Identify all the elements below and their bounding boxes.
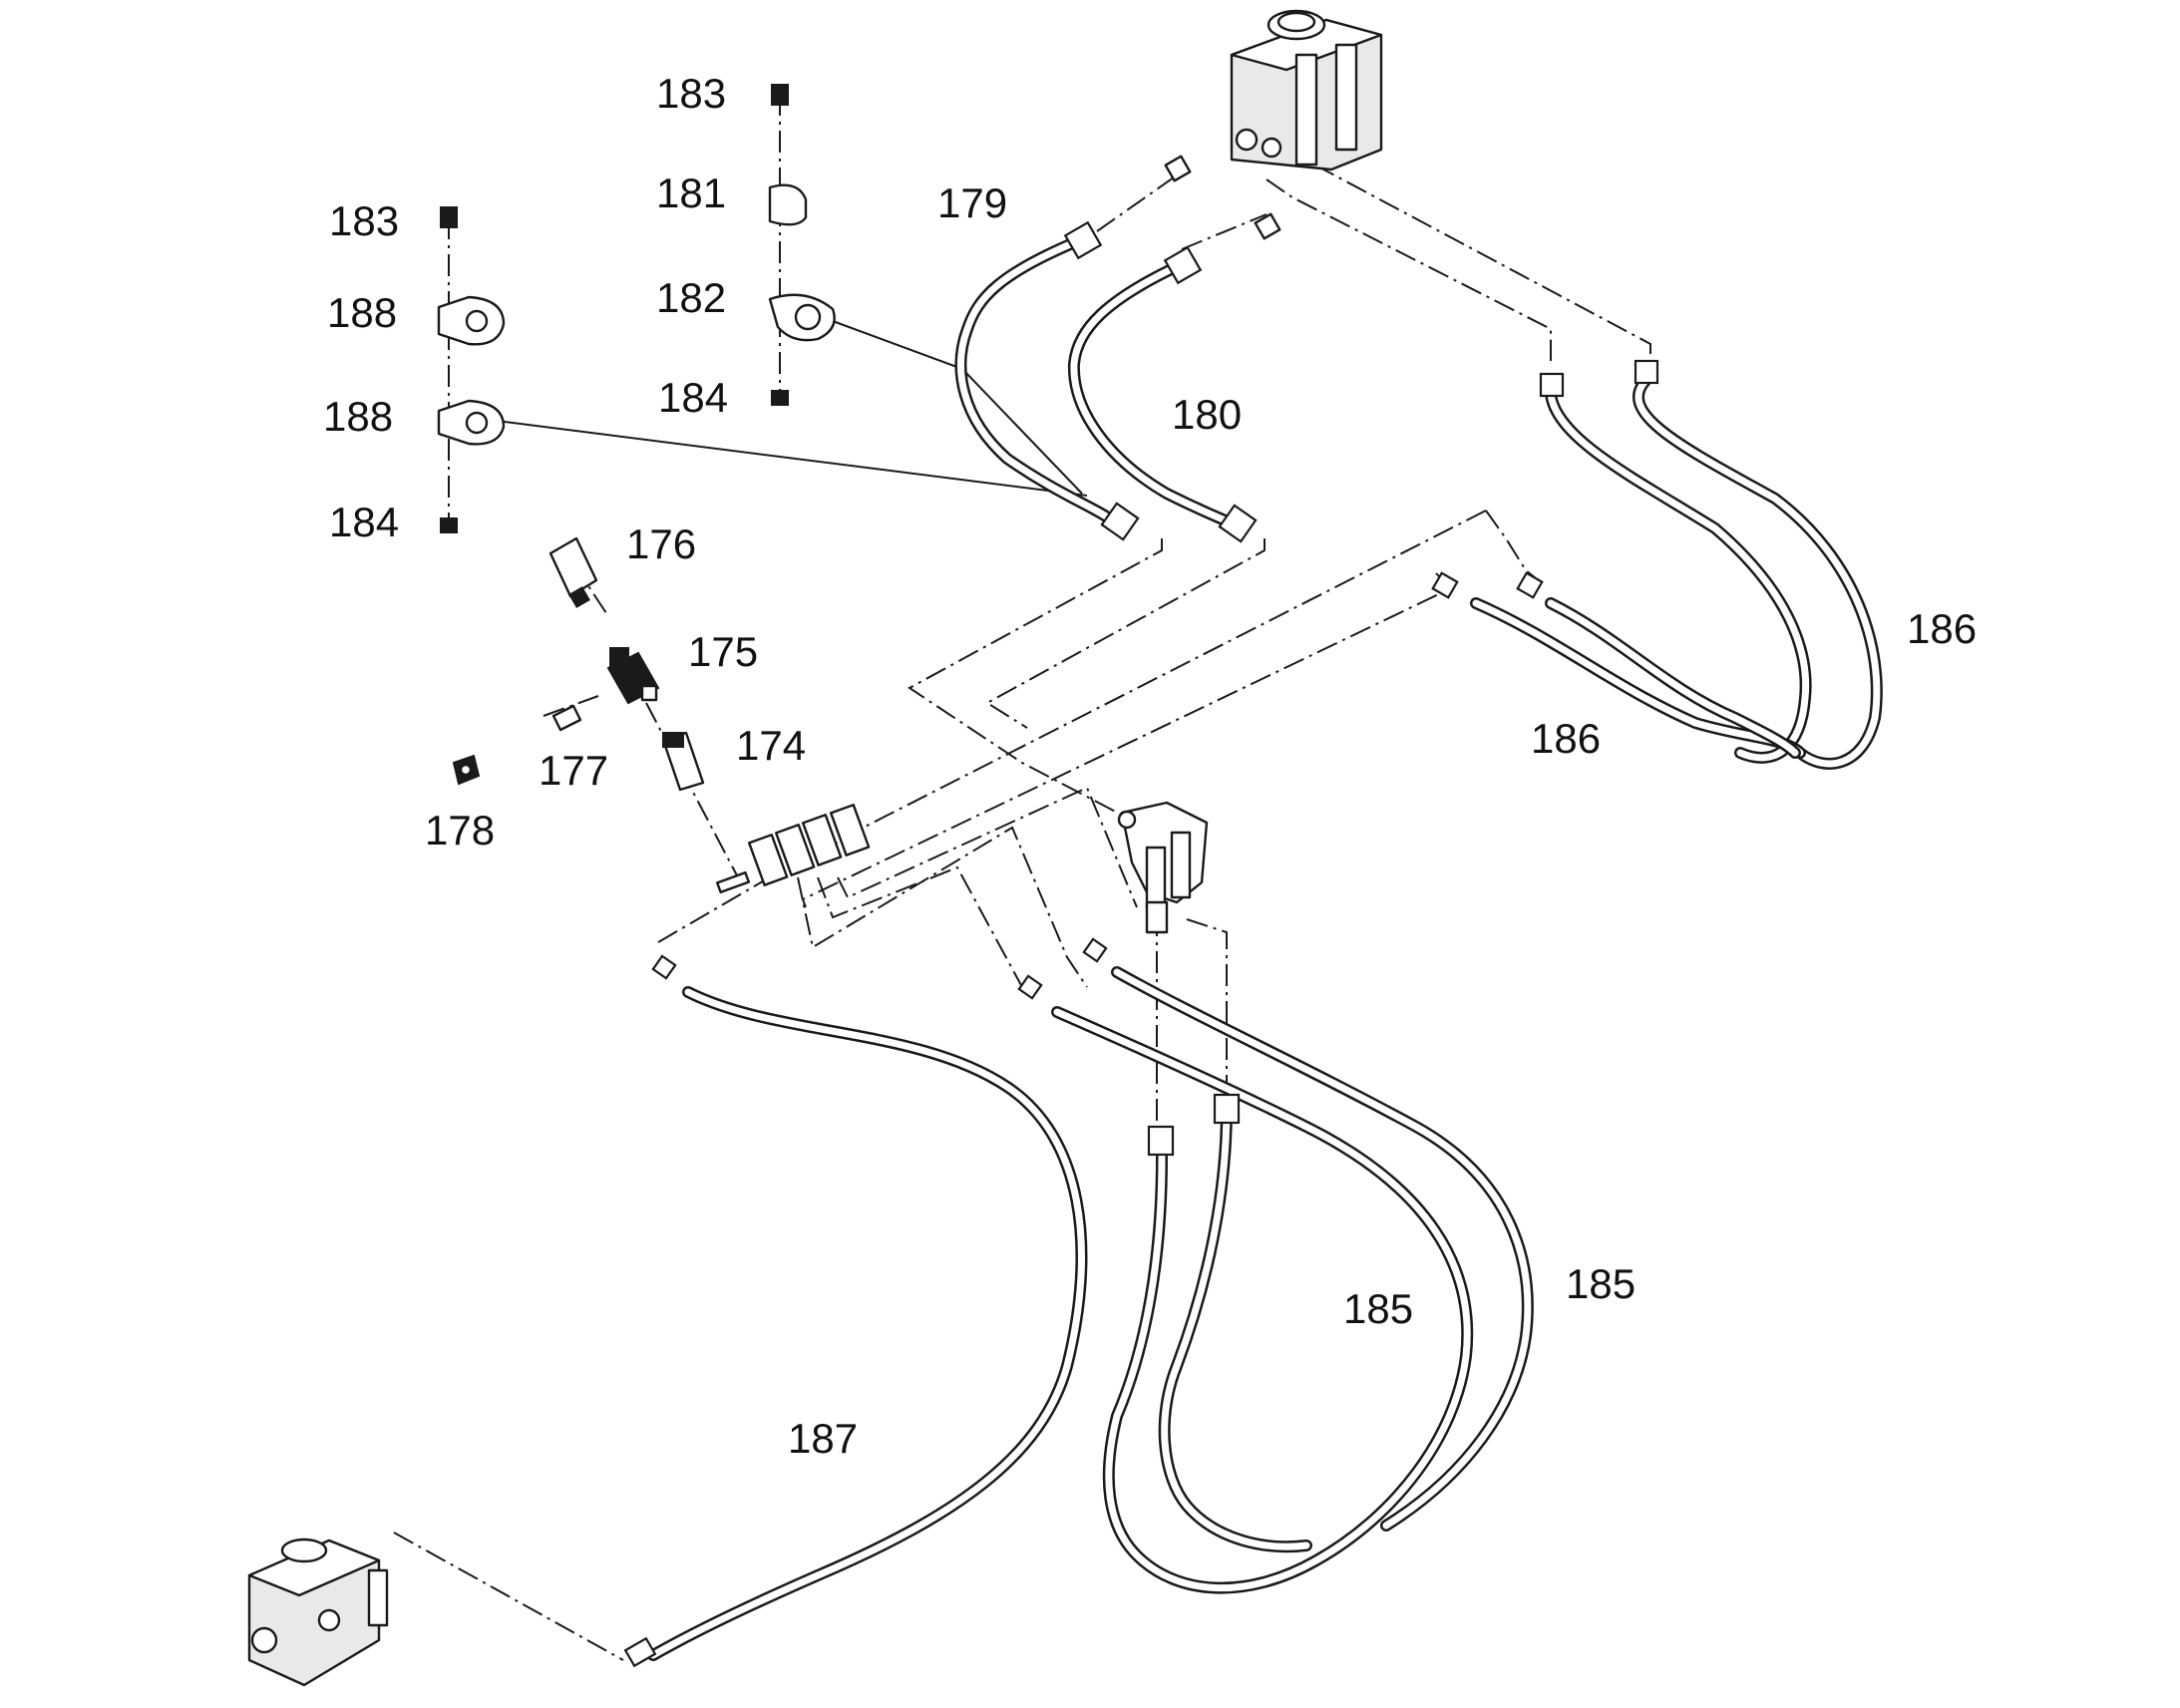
leader-lines	[496, 320, 1088, 497]
hose-185-right	[1111, 966, 1534, 1553]
label-183-left: 183	[329, 197, 399, 244]
label-178: 178	[425, 807, 495, 854]
label-186-right: 186	[1907, 605, 1977, 652]
label-184-left: 184	[329, 499, 399, 545]
tee-fitting-175	[606, 647, 660, 705]
clamp-stack-right	[768, 84, 836, 406]
cap-178	[452, 754, 481, 786]
hose-187	[647, 986, 1088, 1661]
label-181: 181	[656, 170, 726, 216]
sensor-176	[548, 536, 598, 608]
hose-186-lower	[1470, 597, 1806, 759]
label-188-lower: 188	[323, 393, 393, 440]
label-185-right: 185	[1566, 1260, 1635, 1307]
part-labels: 183 181 182 184 183 188 188 184 179 180 …	[323, 70, 1977, 1462]
connector-bank	[715, 804, 871, 894]
label-174: 174	[736, 722, 806, 769]
label-185-left: 185	[1343, 1285, 1413, 1332]
assembly-guide-lines	[393, 94, 1651, 1661]
label-179: 179	[937, 179, 1007, 226]
label-182: 182	[656, 274, 726, 321]
hose-fittings	[623, 220, 1659, 1668]
label-186-middle: 186	[1531, 715, 1601, 762]
label-188-upper: 188	[327, 289, 397, 336]
valve-cluster-middle	[1117, 801, 1209, 934]
label-187: 187	[788, 1415, 858, 1462]
nipple-177	[551, 704, 582, 732]
hose-180	[1067, 258, 1238, 529]
label-175: 175	[688, 628, 758, 675]
label-180: 180	[1172, 391, 1242, 438]
clamp-stack-left	[437, 206, 506, 533]
valve-block-bottom-left	[247, 1537, 389, 1687]
valve-block-top	[1164, 9, 1383, 240]
label-176: 176	[626, 520, 696, 567]
label-183-right: 183	[656, 70, 726, 117]
hose-185-left	[1051, 1006, 1474, 1594]
hose-179	[954, 233, 1118, 526]
label-184-right: 184	[658, 374, 728, 421]
label-177: 177	[539, 747, 608, 794]
adapter-174	[661, 731, 705, 792]
